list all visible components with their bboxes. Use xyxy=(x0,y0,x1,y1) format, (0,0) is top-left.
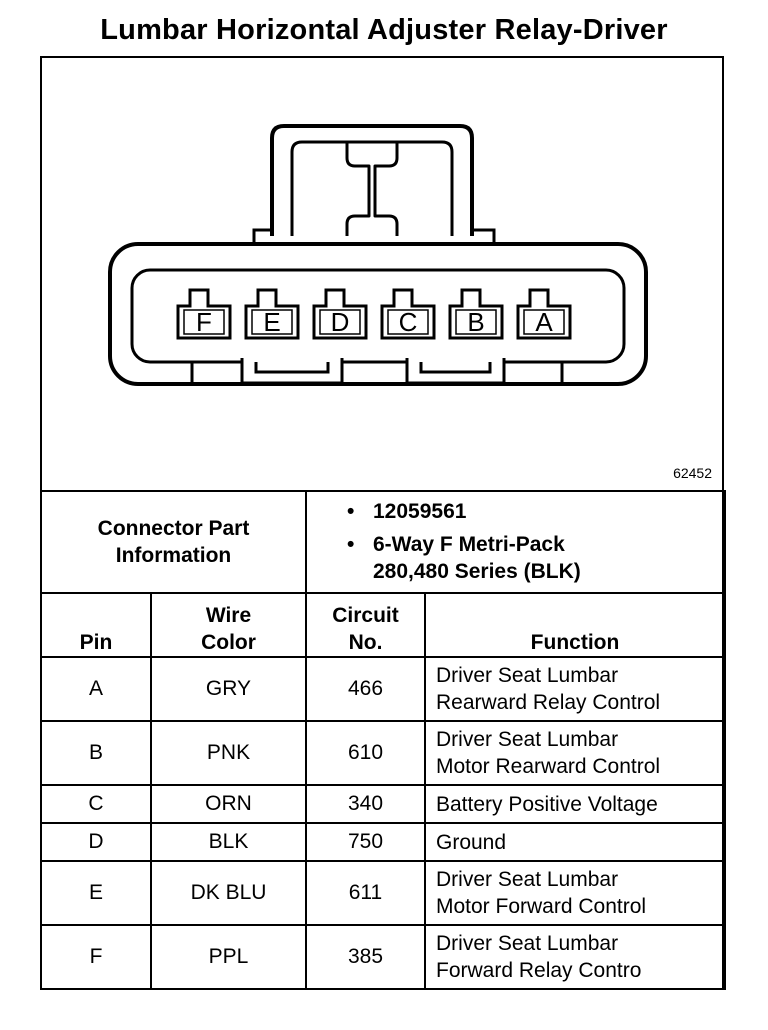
page-title: Lumbar Horizontal Adjuster Relay-Driver xyxy=(100,14,668,46)
pin-cell: B xyxy=(40,720,152,786)
pin-cavity-f xyxy=(176,288,232,340)
pin-cavity-e xyxy=(244,288,300,340)
pin-label-c: C xyxy=(399,307,418,337)
connector-type-item: • 6-Way F Metri-Pack 280,480 Series (BLK… xyxy=(347,533,581,583)
figure-number: 62452 xyxy=(673,465,712,481)
connector-part-info-label: Connector Part Information xyxy=(40,490,307,594)
header-function: Function xyxy=(424,592,726,658)
connector-body-inner xyxy=(130,268,626,364)
header-pin: Pin xyxy=(40,592,152,658)
pin-cavity-d xyxy=(312,288,368,340)
pin-label-d: D xyxy=(331,307,350,337)
connector-part-info-row: Connector Part Information • 12059561 • … xyxy=(40,490,726,594)
table-header-row: Pin Wire Color Circuit No. Function xyxy=(40,592,726,658)
function-line: Driver Seat Lumbar xyxy=(436,728,619,751)
connector-latch-inner xyxy=(290,140,454,236)
pin-cell: E xyxy=(40,860,152,926)
pin-cell: C xyxy=(40,784,152,824)
connector-part-info-list: • 12059561 • 6-Way F Metri-Pack 280,480 … xyxy=(305,490,726,594)
connector-shoulder-right xyxy=(472,228,496,246)
pin-label-a: A xyxy=(535,307,553,337)
circuit-cell: 385 xyxy=(305,924,426,990)
pin-cell: F xyxy=(40,924,152,990)
function-line: Driver Seat Lumbar xyxy=(436,664,619,687)
wire-color-cell: BLK xyxy=(150,822,307,862)
circuit-cell: 466 xyxy=(305,656,426,722)
wire-color-cell: PPL xyxy=(150,924,307,990)
wire-color-cell: GRY xyxy=(150,656,307,722)
function-line: Driver Seat Lumbar xyxy=(436,932,619,955)
circuit-cell: 610 xyxy=(305,720,426,786)
pin-cavity-b xyxy=(448,288,504,340)
function-line: Rearward Relay Control xyxy=(436,691,661,714)
function-cell: Battery Positive Voltage xyxy=(424,784,726,824)
pin-label-b: B xyxy=(467,307,484,337)
pin-cavity-inner-e xyxy=(251,309,293,335)
function-cell: Ground xyxy=(424,822,726,862)
connector-key-right-inner xyxy=(419,362,492,374)
function-line: Forward Relay Contro xyxy=(436,959,642,982)
pin-cavity-inner-d xyxy=(319,309,361,335)
pin-cell: A xyxy=(40,656,152,722)
pin-cavity-inner-a xyxy=(523,309,565,335)
header-circuit-no: Circuit No. xyxy=(305,592,426,658)
wire-color-cell: PNK xyxy=(150,720,307,786)
pin-cavity-c xyxy=(380,288,436,340)
circuit-cell: 340 xyxy=(305,784,426,824)
function-line: Motor Rearward Control xyxy=(436,755,661,778)
header-wire-color: Wire Color xyxy=(150,592,307,658)
wire-color-cell: ORN xyxy=(150,784,307,824)
connector-skirt xyxy=(190,362,564,384)
connector-latch-outer xyxy=(270,124,474,236)
connector-body-outer xyxy=(108,242,648,386)
pin-cavity-a xyxy=(516,288,572,340)
pin-cavity-inner-c xyxy=(387,309,429,335)
function-line: Motor Forward Control xyxy=(436,895,647,918)
pinout-table: Connector Part Information • 12059561 • … xyxy=(40,490,726,990)
pin-label-e: E xyxy=(263,307,280,337)
pin-cavity-inner-f xyxy=(183,309,225,335)
part-number-item: • 12059561 xyxy=(347,500,467,523)
connector-lock-tab xyxy=(345,142,399,236)
function-line: Ground xyxy=(436,830,507,854)
function-line: Driver Seat Lumbar xyxy=(436,868,619,891)
connector-shoulder-left xyxy=(252,228,272,246)
pin-cavity-inner-b xyxy=(455,309,497,335)
circuit-cell: 750 xyxy=(305,822,426,862)
connector-key-left-inner xyxy=(254,362,330,374)
pin-label-f: F xyxy=(196,307,212,337)
pin-cell: D xyxy=(40,822,152,862)
circuit-cell: 611 xyxy=(305,860,426,926)
function-line: Battery Positive Voltage xyxy=(436,792,658,816)
wire-color-cell: DK BLU xyxy=(150,860,307,926)
